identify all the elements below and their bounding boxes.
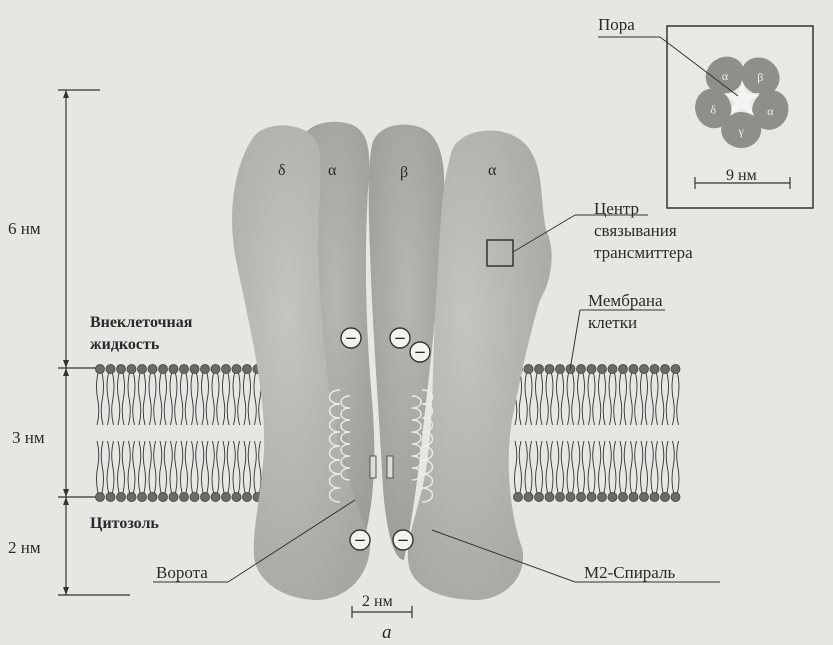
binding-site-label-3: трансмиттера <box>594 243 693 262</box>
lipid-molecule <box>169 364 178 501</box>
lipid-molecule <box>587 364 596 501</box>
lipid-molecule <box>545 364 554 501</box>
pore-label: Пора <box>598 15 635 34</box>
subunit-label-alpha-back: α <box>328 162 337 179</box>
lipid-molecule <box>639 364 648 501</box>
scale-2nm-label: 2 нм <box>8 538 41 557</box>
channel-protein <box>232 122 552 600</box>
svg-text:β: β <box>757 70 763 84</box>
binding-site-label-2: связывания <box>594 221 677 240</box>
lipid-molecule <box>232 364 241 501</box>
lipid-molecule <box>211 364 220 501</box>
subunit-label-beta: β <box>400 164 408 181</box>
negative-charge: − <box>350 530 370 550</box>
membrane-label-2: клетки <box>588 313 637 332</box>
lipid-molecule <box>190 364 199 501</box>
lipid-molecule <box>148 364 157 501</box>
svg-text:−: − <box>354 531 367 549</box>
panel-label: а <box>382 622 392 643</box>
lipid-molecule <box>524 364 533 501</box>
lipid-molecule <box>158 364 167 501</box>
svg-text:−: − <box>345 329 358 347</box>
pore-width-label: 2 нм <box>362 593 393 610</box>
svg-text:δ: δ <box>710 102 716 116</box>
lipid-molecule <box>608 364 617 501</box>
svg-text:γ: γ <box>737 124 744 138</box>
extracellular-label-1: Внеклеточная <box>90 314 193 331</box>
svg-text:−: − <box>397 531 410 549</box>
negative-charge: − <box>341 328 361 348</box>
lipid-molecule <box>671 364 680 501</box>
m2-helix-label: М2-Спираль <box>584 563 675 582</box>
subunit-label-alpha-front: α <box>488 162 497 179</box>
lipid-molecule <box>179 364 188 501</box>
cytosol-label: Цитозоль <box>90 515 159 532</box>
negative-charge: − <box>393 530 413 550</box>
extracellular-label-2: жидкость <box>90 336 160 353</box>
svg-text:−: − <box>414 343 427 361</box>
svg-text:−: − <box>394 329 407 347</box>
inset-diameter-label: 9 нм <box>726 167 757 184</box>
scale-6nm-label: 6 нм <box>8 219 41 238</box>
scale-3nm-label: 3 нм <box>12 428 45 447</box>
svg-text:α: α <box>767 104 774 118</box>
lipid-molecule <box>106 364 115 501</box>
lipid-molecule <box>576 364 585 501</box>
lipid-molecule <box>242 364 251 501</box>
lipid-molecule <box>566 364 575 501</box>
lipid-molecule <box>534 364 543 501</box>
lipid-molecule <box>629 364 638 501</box>
lipid-molecule <box>137 364 146 501</box>
lipid-molecule <box>127 364 136 501</box>
lipid-molecule <box>95 364 104 501</box>
lipid-molecule <box>221 364 230 501</box>
negative-charge: − <box>390 328 410 348</box>
subunit-label-delta: δ <box>278 162 286 179</box>
negative-charge: − <box>410 342 430 362</box>
lipid-molecule <box>660 364 669 501</box>
binding-site-label-1: Центр <box>594 199 639 218</box>
lipid-molecule <box>200 364 209 501</box>
pore-inset: α β α γ δ 9 нм <box>667 26 813 208</box>
membrane-label-1: Мембрана <box>588 291 663 310</box>
lipid-molecule <box>618 364 627 501</box>
gate-label: Ворота <box>156 563 208 582</box>
lipid-molecule <box>555 364 564 501</box>
lipid-molecule <box>116 364 125 501</box>
svg-text:α: α <box>722 69 729 83</box>
lipid-molecule <box>650 364 659 501</box>
lipid-molecule <box>597 364 606 501</box>
